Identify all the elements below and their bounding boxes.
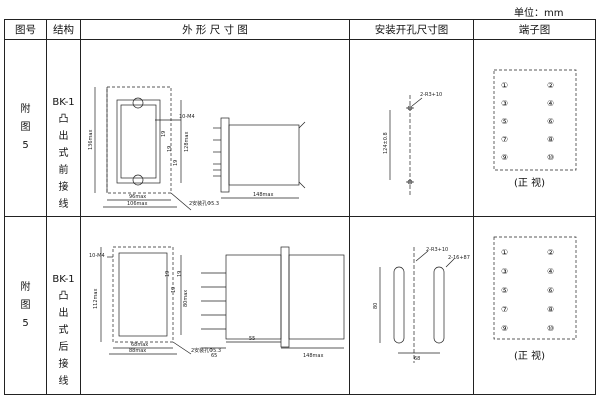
terminal-5: ⑤	[501, 117, 508, 126]
terminal-9: ⑨	[501, 324, 508, 333]
cutout-drawing-cell: 2-R3+10 2-16+87 80 68	[349, 216, 474, 395]
row-rear-wiring: 附 图 5 BK-1 凸 出 式 后 接 线	[4, 216, 596, 395]
model-label: BK-1	[52, 274, 75, 285]
outline-drawing-cell: 10-M4 136max 128max 19 19 19 96max 106ma…	[80, 39, 350, 217]
dim-screw: 10-M4	[89, 253, 105, 259]
terminal-4: ④	[547, 99, 554, 108]
structure-char: 出	[58, 131, 69, 142]
terminal-caption: (正 视)	[514, 176, 545, 189]
header-outline: 外 形 尺 寸 图	[80, 19, 350, 40]
dim-hole: 2安装孔Φ5.3	[189, 200, 219, 207]
header-row: 图号 结构 外 形 尺 寸 图 安装开孔尺寸图 端子图	[4, 19, 596, 40]
dim-d1: 55	[249, 336, 255, 342]
structure-char: 式	[58, 148, 69, 159]
cutout-hole: 2-R3+10	[420, 92, 442, 98]
dim-pitch1: 19	[161, 131, 167, 137]
dim-d2: 65	[211, 353, 217, 359]
terminal-2: ②	[547, 81, 554, 90]
fig-char: 附	[20, 104, 31, 115]
fig-number-cell: 附 图 5	[4, 39, 47, 217]
cutout-hole1: 2-R3+10	[426, 247, 448, 253]
structure-char: 线	[58, 376, 69, 387]
dim-depth: 148max	[303, 353, 323, 359]
terminal-1: ①	[501, 248, 508, 257]
fig-char: 5	[22, 317, 29, 329]
dim-pitch3: 19	[173, 160, 179, 166]
terminal-drawing-cell: ① ② ③ ④ ⑤ ⑥ ⑦ ⑧ ⑨ ⑩ (正 视)	[473, 216, 596, 395]
cutout-height: 80	[373, 303, 379, 309]
cutout-drawing-rear: 2-R3+10 2-16+87 80 68	[373, 247, 470, 363]
dim-w1: 68max	[131, 342, 148, 348]
cutout-drawing-cell: 2-R3+10 124±0.8	[349, 39, 474, 217]
dimension-table: 图号 结构 外 形 尺 寸 图 安装开孔尺寸图 端子图 附 图 5 BK-1 凸…	[4, 19, 596, 395]
terminal-10: ⑩	[547, 153, 554, 162]
structure-char: 出	[58, 308, 69, 319]
terminal-6: ⑥	[547, 286, 554, 295]
structure-cell: BK-1 凸 出 式 前 接 线	[46, 39, 81, 217]
cutout-hole2: 2-16+87	[448, 255, 470, 261]
dim-pitch3: 19	[177, 271, 183, 277]
outline-drawing-front: 10-M4 136max 128max 19 19 19 96max 106ma…	[88, 86, 306, 211]
terminal-7: ⑦	[501, 135, 508, 144]
dim-pitch2: 19	[167, 146, 173, 152]
dim-h2: 80max	[183, 290, 189, 307]
dim-h1: 112max	[93, 289, 99, 309]
terminal-7: ⑦	[501, 305, 508, 314]
header-cutout: 安装开孔尺寸图	[349, 19, 474, 40]
dim-w2: 88max	[129, 348, 146, 354]
dim-h2: 128max	[184, 132, 190, 152]
terminal-4: ④	[547, 267, 554, 276]
terminal-3: ③	[501, 267, 508, 276]
terminal-diagram-front: ① ② ③ ④ ⑤ ⑥ ⑦ ⑧ ⑨ ⑩ (正 视)	[493, 69, 577, 189]
fig-char: 附	[20, 281, 31, 293]
terminal-8: ⑧	[547, 305, 554, 314]
terminal-drawing-cell: ① ② ③ ④ ⑤ ⑥ ⑦ ⑧ ⑨ ⑩ (正 视)	[473, 39, 596, 217]
header-structure: 结构	[46, 19, 81, 40]
outline-drawing-rear: 10-M4 112max 80max 19 19 19 68max 88max …	[89, 246, 345, 359]
cutout-pitch: 124±0.8	[383, 132, 389, 154]
cutout-drawing-front: 2-R3+10 124±0.8	[383, 92, 442, 195]
dim-hole: 2安装孔Φ5.3	[191, 347, 221, 354]
fig-char: 5	[22, 140, 29, 151]
structure-char: 式	[58, 325, 69, 336]
fig-char: 图	[20, 122, 31, 133]
terminal-caption: (正 视)	[514, 349, 545, 362]
dim-w1: 96max	[129, 194, 146, 200]
dim-pitch1: 19	[165, 271, 171, 277]
header-fig-no: 图号	[4, 19, 47, 40]
model-label: BK-1	[52, 97, 75, 108]
dim-screw: 10-M4	[179, 114, 195, 120]
structure-char: 凸	[58, 114, 69, 125]
terminal-6: ⑥	[547, 117, 554, 126]
outline-drawing-cell: 10-M4 112max 80max 19 19 19 68max 88max …	[80, 216, 350, 395]
terminal-2: ②	[547, 248, 554, 257]
dim-pitch2: 19	[171, 287, 177, 293]
structure-char: 凸	[58, 291, 69, 302]
unit-label: 单位：mm	[514, 8, 564, 19]
dim-depth: 148max	[253, 192, 273, 198]
structure-char: 接	[58, 182, 69, 193]
structure-cell: BK-1 凸 出 式 后 接 线	[46, 216, 81, 395]
terminal-10: ⑩	[547, 324, 554, 333]
header-terminal: 端子图	[473, 19, 596, 40]
structure-char: 后	[58, 342, 69, 353]
structure-char: 接	[58, 359, 69, 370]
terminal-3: ③	[501, 99, 508, 108]
dim-w2: 106max	[127, 201, 147, 207]
terminal-5: ⑤	[501, 286, 508, 295]
terminal-8: ⑧	[547, 135, 554, 144]
row-front-wiring: 附 图 5 BK-1 凸 出 式 前 接 线	[4, 39, 596, 217]
terminal-diagram-rear: ① ② ③ ④ ⑤ ⑥ ⑦ ⑧ ⑨ ⑩ (正 视)	[493, 236, 577, 362]
terminal-1: ①	[501, 81, 508, 90]
fig-char: 图	[20, 299, 31, 311]
terminal-9: ⑨	[501, 153, 508, 162]
structure-char: 线	[58, 199, 69, 210]
dim-h1: 136max	[88, 130, 94, 150]
structure-char: 前	[58, 165, 69, 176]
fig-number-cell: 附 图 5	[4, 216, 47, 395]
cutout-width: 68	[414, 356, 420, 362]
